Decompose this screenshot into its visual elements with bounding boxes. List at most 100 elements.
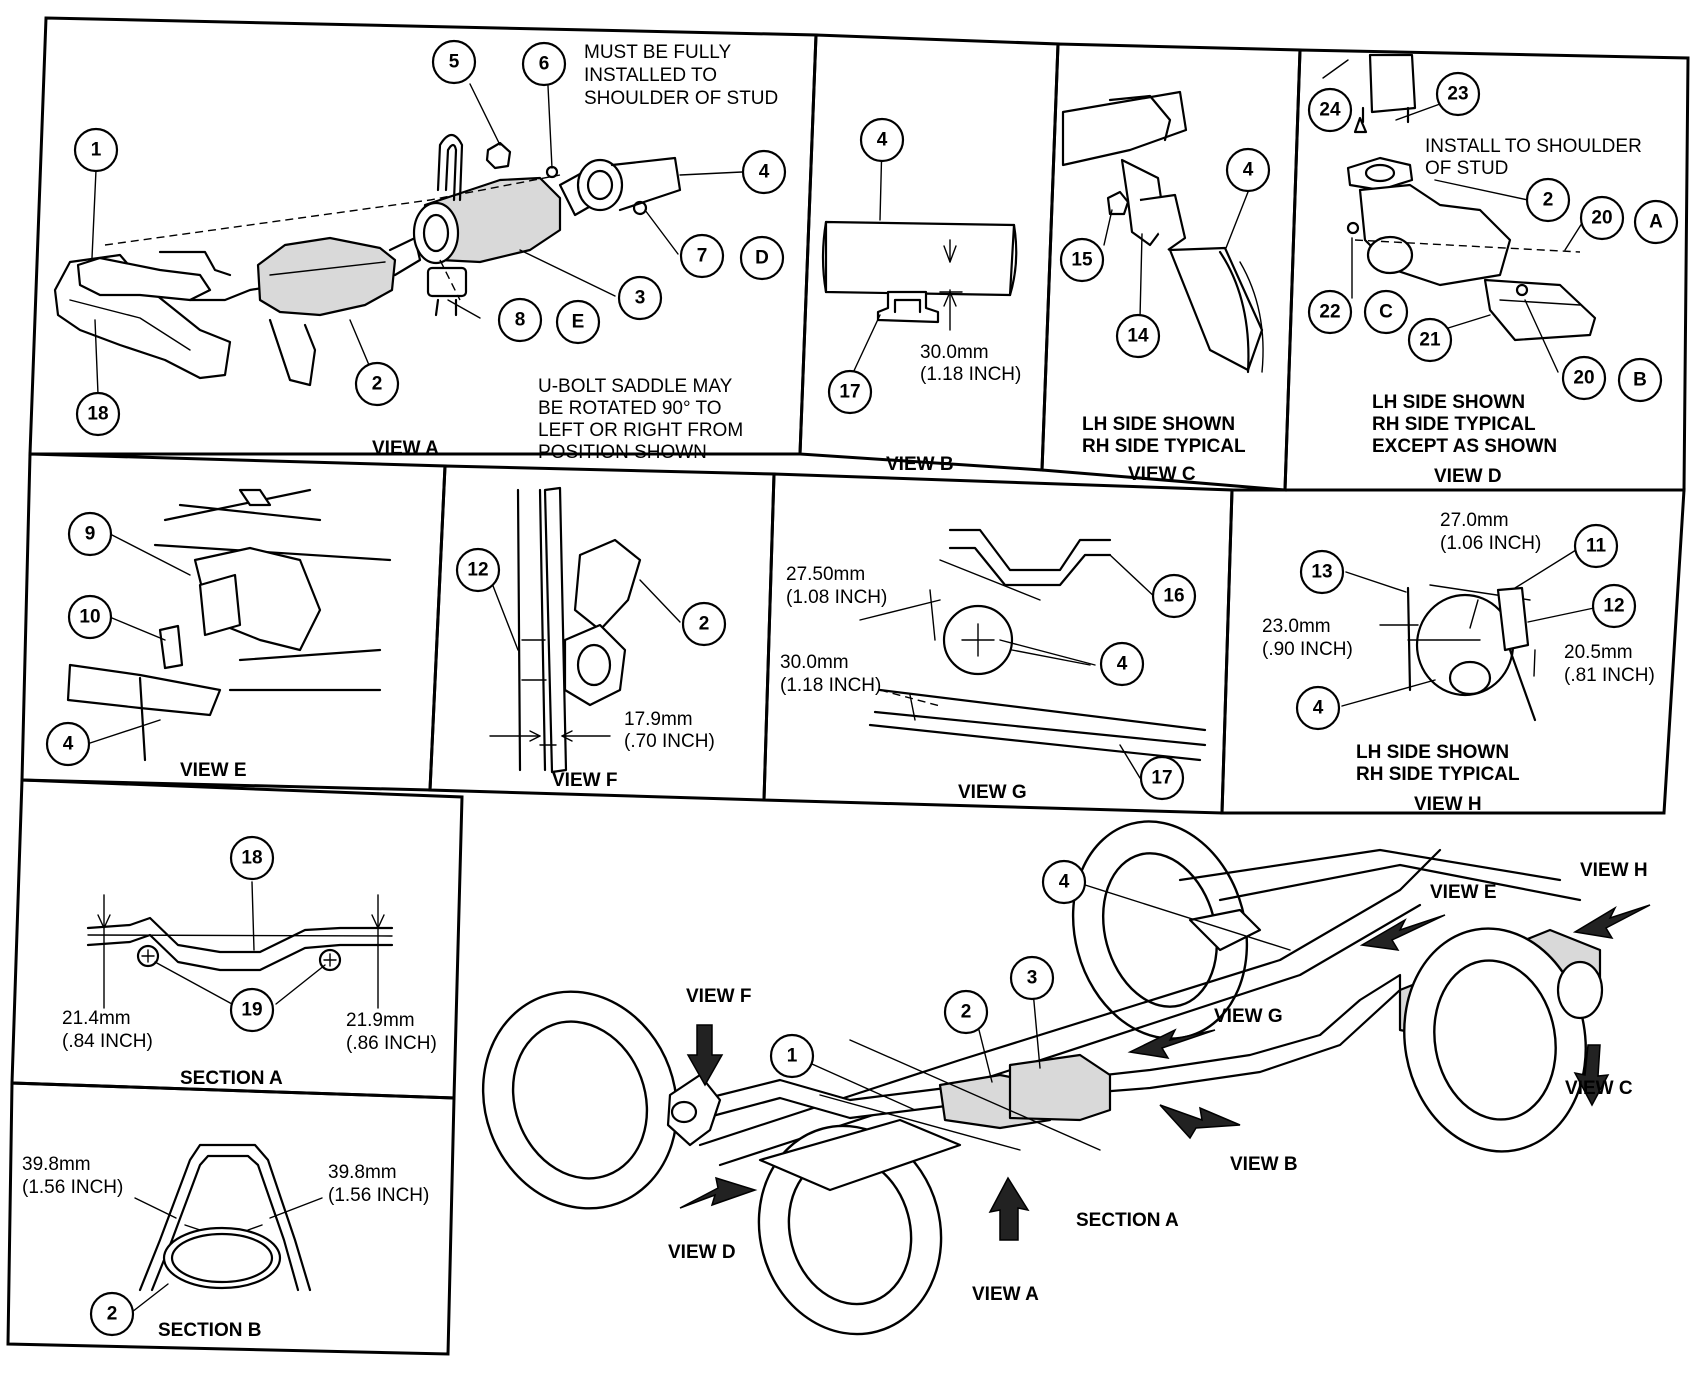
- svg-text:19: 19: [241, 1000, 262, 1021]
- callout-22-view-d: 22: [1307, 289, 1353, 335]
- callout-13-view-h: 13: [1299, 549, 1345, 595]
- svg-text:(1.56 INCH): (1.56 INCH): [328, 1185, 429, 1206]
- callout-2-view-a: 2: [354, 361, 400, 407]
- section-b-panel: 39.8mm (1.56 INCH) 39.8mm (1.56 INCH) SE…: [22, 1143, 429, 1341]
- svg-text:VIEW H: VIEW H: [1580, 860, 1648, 881]
- callout-B-view-d: B: [1617, 357, 1663, 403]
- svg-text:VIEW G: VIEW G: [958, 782, 1027, 803]
- view-e-arrow: [1359, 914, 1446, 951]
- svg-text:D: D: [755, 248, 769, 269]
- view-b-dim-mm: 30.0mm: [920, 342, 989, 363]
- svg-text:SECTION B: SECTION B: [158, 1320, 261, 1341]
- view-a-saddle-note-3: LEFT OR RIGHT FROM: [538, 420, 743, 441]
- view-d-note-2: RH SIDE TYPICAL: [1372, 414, 1536, 435]
- callout-12-view-h: 12: [1591, 583, 1637, 629]
- svg-text:39.8mm: 39.8mm: [22, 1154, 91, 1175]
- svg-text:LEFT OR RIGHT FROM: LEFT OR RIGHT FROM: [538, 420, 743, 441]
- svg-text:(.86 INCH): (.86 INCH): [346, 1033, 437, 1054]
- svg-text:4: 4: [1059, 872, 1070, 893]
- callout-23-view-d: 23: [1435, 71, 1481, 117]
- svg-text:VIEW A: VIEW A: [372, 438, 439, 459]
- callout-4-view-c: 4: [1225, 147, 1271, 193]
- callout-20b-view-d: 20: [1561, 355, 1607, 401]
- callouts: 1 18 2 3 5 6 4 7 D 8 E 4 17 4 15 14 24 2…: [45, 39, 1679, 1337]
- svg-text:POSITION SHOWN: POSITION SHOWN: [538, 442, 707, 463]
- callout-5-view-a: 5: [431, 39, 477, 85]
- view-e-panel: VIEW E: [66, 488, 392, 781]
- callout-2-section-b: 2: [89, 1291, 135, 1337]
- svg-text:(.90 INCH): (.90 INCH): [1262, 639, 1353, 660]
- svg-text:18: 18: [87, 404, 108, 425]
- view-b-title: VIEW B: [886, 454, 954, 475]
- view-f-dim-mm: 17.9mm: [624, 709, 693, 730]
- view-h-note-1: LH SIDE SHOWN: [1356, 742, 1509, 763]
- svg-text:VIEW C: VIEW C: [1128, 464, 1196, 485]
- svg-text:EXCEPT AS SHOWN: EXCEPT AS SHOWN: [1372, 436, 1557, 457]
- svg-text:2: 2: [107, 1304, 118, 1325]
- callout-2-view-f: 2: [681, 601, 727, 647]
- svg-text:4: 4: [877, 130, 888, 151]
- svg-text:17: 17: [839, 382, 860, 403]
- overview-panel: VIEW H VIEW E VIEW G VIEW F VIEW C VIEW …: [481, 820, 1651, 1336]
- svg-text:30.0mm: 30.0mm: [780, 652, 849, 673]
- callout-20a-view-d: 20: [1579, 195, 1625, 241]
- view-f-panel: 17.9mm (.70 INCH) VIEW F: [487, 486, 715, 791]
- callout-18-view-a: 18: [75, 391, 121, 437]
- view-h-panel: 27.0mm (1.06 INCH) 23.0mm (.90 INCH) 20.…: [1262, 510, 1655, 815]
- callout-19-section-a: 19: [229, 987, 275, 1033]
- callout-A-view-d: A: [1633, 199, 1679, 245]
- view-g-dim1-inch: (1.08 INCH): [786, 587, 887, 608]
- svg-text:VIEW C: VIEW C: [1565, 1078, 1633, 1099]
- svg-text:RH SIDE TYPICAL: RH SIDE TYPICAL: [1356, 764, 1520, 785]
- callout-10-view-e: 10: [67, 594, 113, 640]
- view-c-title: VIEW C: [1128, 464, 1196, 485]
- section-b-dim-left-inch: (1.56 INCH): [22, 1177, 123, 1198]
- view-h-dim-left-inch: (.90 INCH): [1262, 639, 1353, 660]
- view-g-dim2-mm: 30.0mm: [780, 652, 849, 673]
- svg-text:OF STUD: OF STUD: [1425, 158, 1508, 179]
- view-a-saddle-note-2: BE ROTATED 90° TO: [538, 398, 722, 419]
- view-h-dim-top-mm: 27.0mm: [1440, 510, 1509, 531]
- view-g-dim2-inch: (1.18 INCH): [780, 675, 881, 696]
- callout-D-view-a: D: [739, 235, 785, 281]
- view-h-dim-right-mm: 20.5mm: [1564, 642, 1633, 663]
- section-a-title: SECTION A: [180, 1068, 283, 1089]
- overview-view-f: VIEW F: [686, 986, 751, 1007]
- svg-text:LH SIDE SHOWN: LH SIDE SHOWN: [1356, 742, 1509, 763]
- view-g-title: VIEW G: [958, 782, 1027, 803]
- svg-text:23.0mm: 23.0mm: [1262, 616, 1331, 637]
- svg-text:27.50mm: 27.50mm: [786, 564, 865, 585]
- overview-view-d: VIEW D: [668, 1242, 736, 1263]
- view-h-dim-left-mm: 23.0mm: [1262, 616, 1331, 637]
- svg-text:4: 4: [759, 162, 770, 183]
- svg-text:27.0mm: 27.0mm: [1440, 510, 1509, 531]
- svg-text:15: 15: [1071, 250, 1093, 271]
- callout-15-view-c: 15: [1059, 237, 1105, 283]
- overview-view-g: VIEW G: [1214, 1006, 1283, 1027]
- svg-text:20: 20: [1591, 208, 1612, 229]
- flange-d: [1346, 156, 1414, 192]
- svg-text:VIEW F: VIEW F: [552, 770, 617, 791]
- svg-text:VIEW A: VIEW A: [972, 1284, 1039, 1305]
- section-a-dim-right-inch: (.86 INCH): [346, 1033, 437, 1054]
- svg-text:(1.18 INCH): (1.18 INCH): [920, 364, 1021, 385]
- svg-text:12: 12: [467, 560, 488, 581]
- view-h-arrow: [1572, 904, 1651, 939]
- callout-12-view-f: 12: [455, 547, 501, 593]
- svg-text:(1.08 INCH): (1.08 INCH): [786, 587, 887, 608]
- view-d-panel: INSTALL TO SHOULDER OF STUD LH SIDE SHOW…: [1322, 53, 1642, 487]
- svg-text:4: 4: [63, 734, 74, 755]
- svg-text:22: 22: [1319, 302, 1340, 323]
- svg-text:21.9mm: 21.9mm: [346, 1010, 415, 1031]
- view-d-note-1: LH SIDE SHOWN: [1372, 392, 1525, 413]
- svg-text:(1.18 INCH): (1.18 INCH): [780, 675, 881, 696]
- svg-text:20: 20: [1573, 368, 1594, 389]
- overview-muffler: [1008, 1053, 1112, 1122]
- view-g-arrow: [1127, 1028, 1216, 1059]
- view-c-note-1: LH SIDE SHOWN: [1082, 414, 1235, 435]
- svg-text:30.0mm: 30.0mm: [920, 342, 989, 363]
- section-a-panel: 21.4mm (.84 INCH) 21.9mm (.86 INCH) SECT…: [62, 881, 437, 1089]
- panel-frames: [6, 16, 1690, 1356]
- svg-text:17: 17: [1151, 768, 1172, 789]
- section-a-dim-left-inch: (.84 INCH): [62, 1031, 153, 1052]
